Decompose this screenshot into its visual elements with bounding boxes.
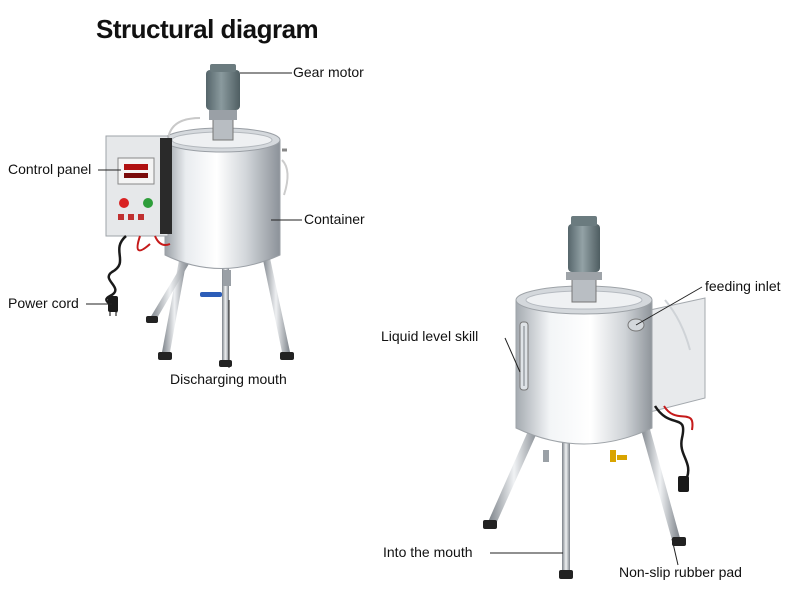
label-into-the-mouth: Into the mouth: [383, 544, 473, 560]
container: [515, 285, 653, 462]
label-power-cord: Power cord: [8, 295, 79, 311]
control-panel: [105, 135, 172, 252]
label-control-panel: Control panel: [8, 161, 92, 177]
tank-legs: [146, 255, 294, 367]
leader-feeding-inlet: [635, 286, 703, 326]
tank-legs: [483, 422, 686, 579]
gear-motor: [167, 64, 240, 141]
label-gear-motor: Gear motor: [293, 64, 364, 80]
discharging-valve: [200, 270, 231, 297]
control-box: [649, 297, 706, 492]
label-non-slip-rubber-pad: Non-slip rubber pad: [619, 564, 742, 580]
diagram-title: Structural diagram: [96, 14, 319, 44]
label-liquid-level-skill: Liquid level skill: [381, 328, 479, 344]
leader-liquid-level-skill: [504, 337, 521, 373]
label-discharging-mouth: Discharging mouth: [170, 371, 287, 387]
leader-non-slip-rubber-pad: [671, 538, 679, 566]
mixing-tank-side-view: [483, 216, 706, 579]
label-container: Container: [304, 211, 365, 227]
mixing-tank-front-view: [105, 64, 294, 367]
label-feeding-inlet: feeding inlet: [705, 278, 781, 294]
gear-motor: [566, 216, 602, 303]
